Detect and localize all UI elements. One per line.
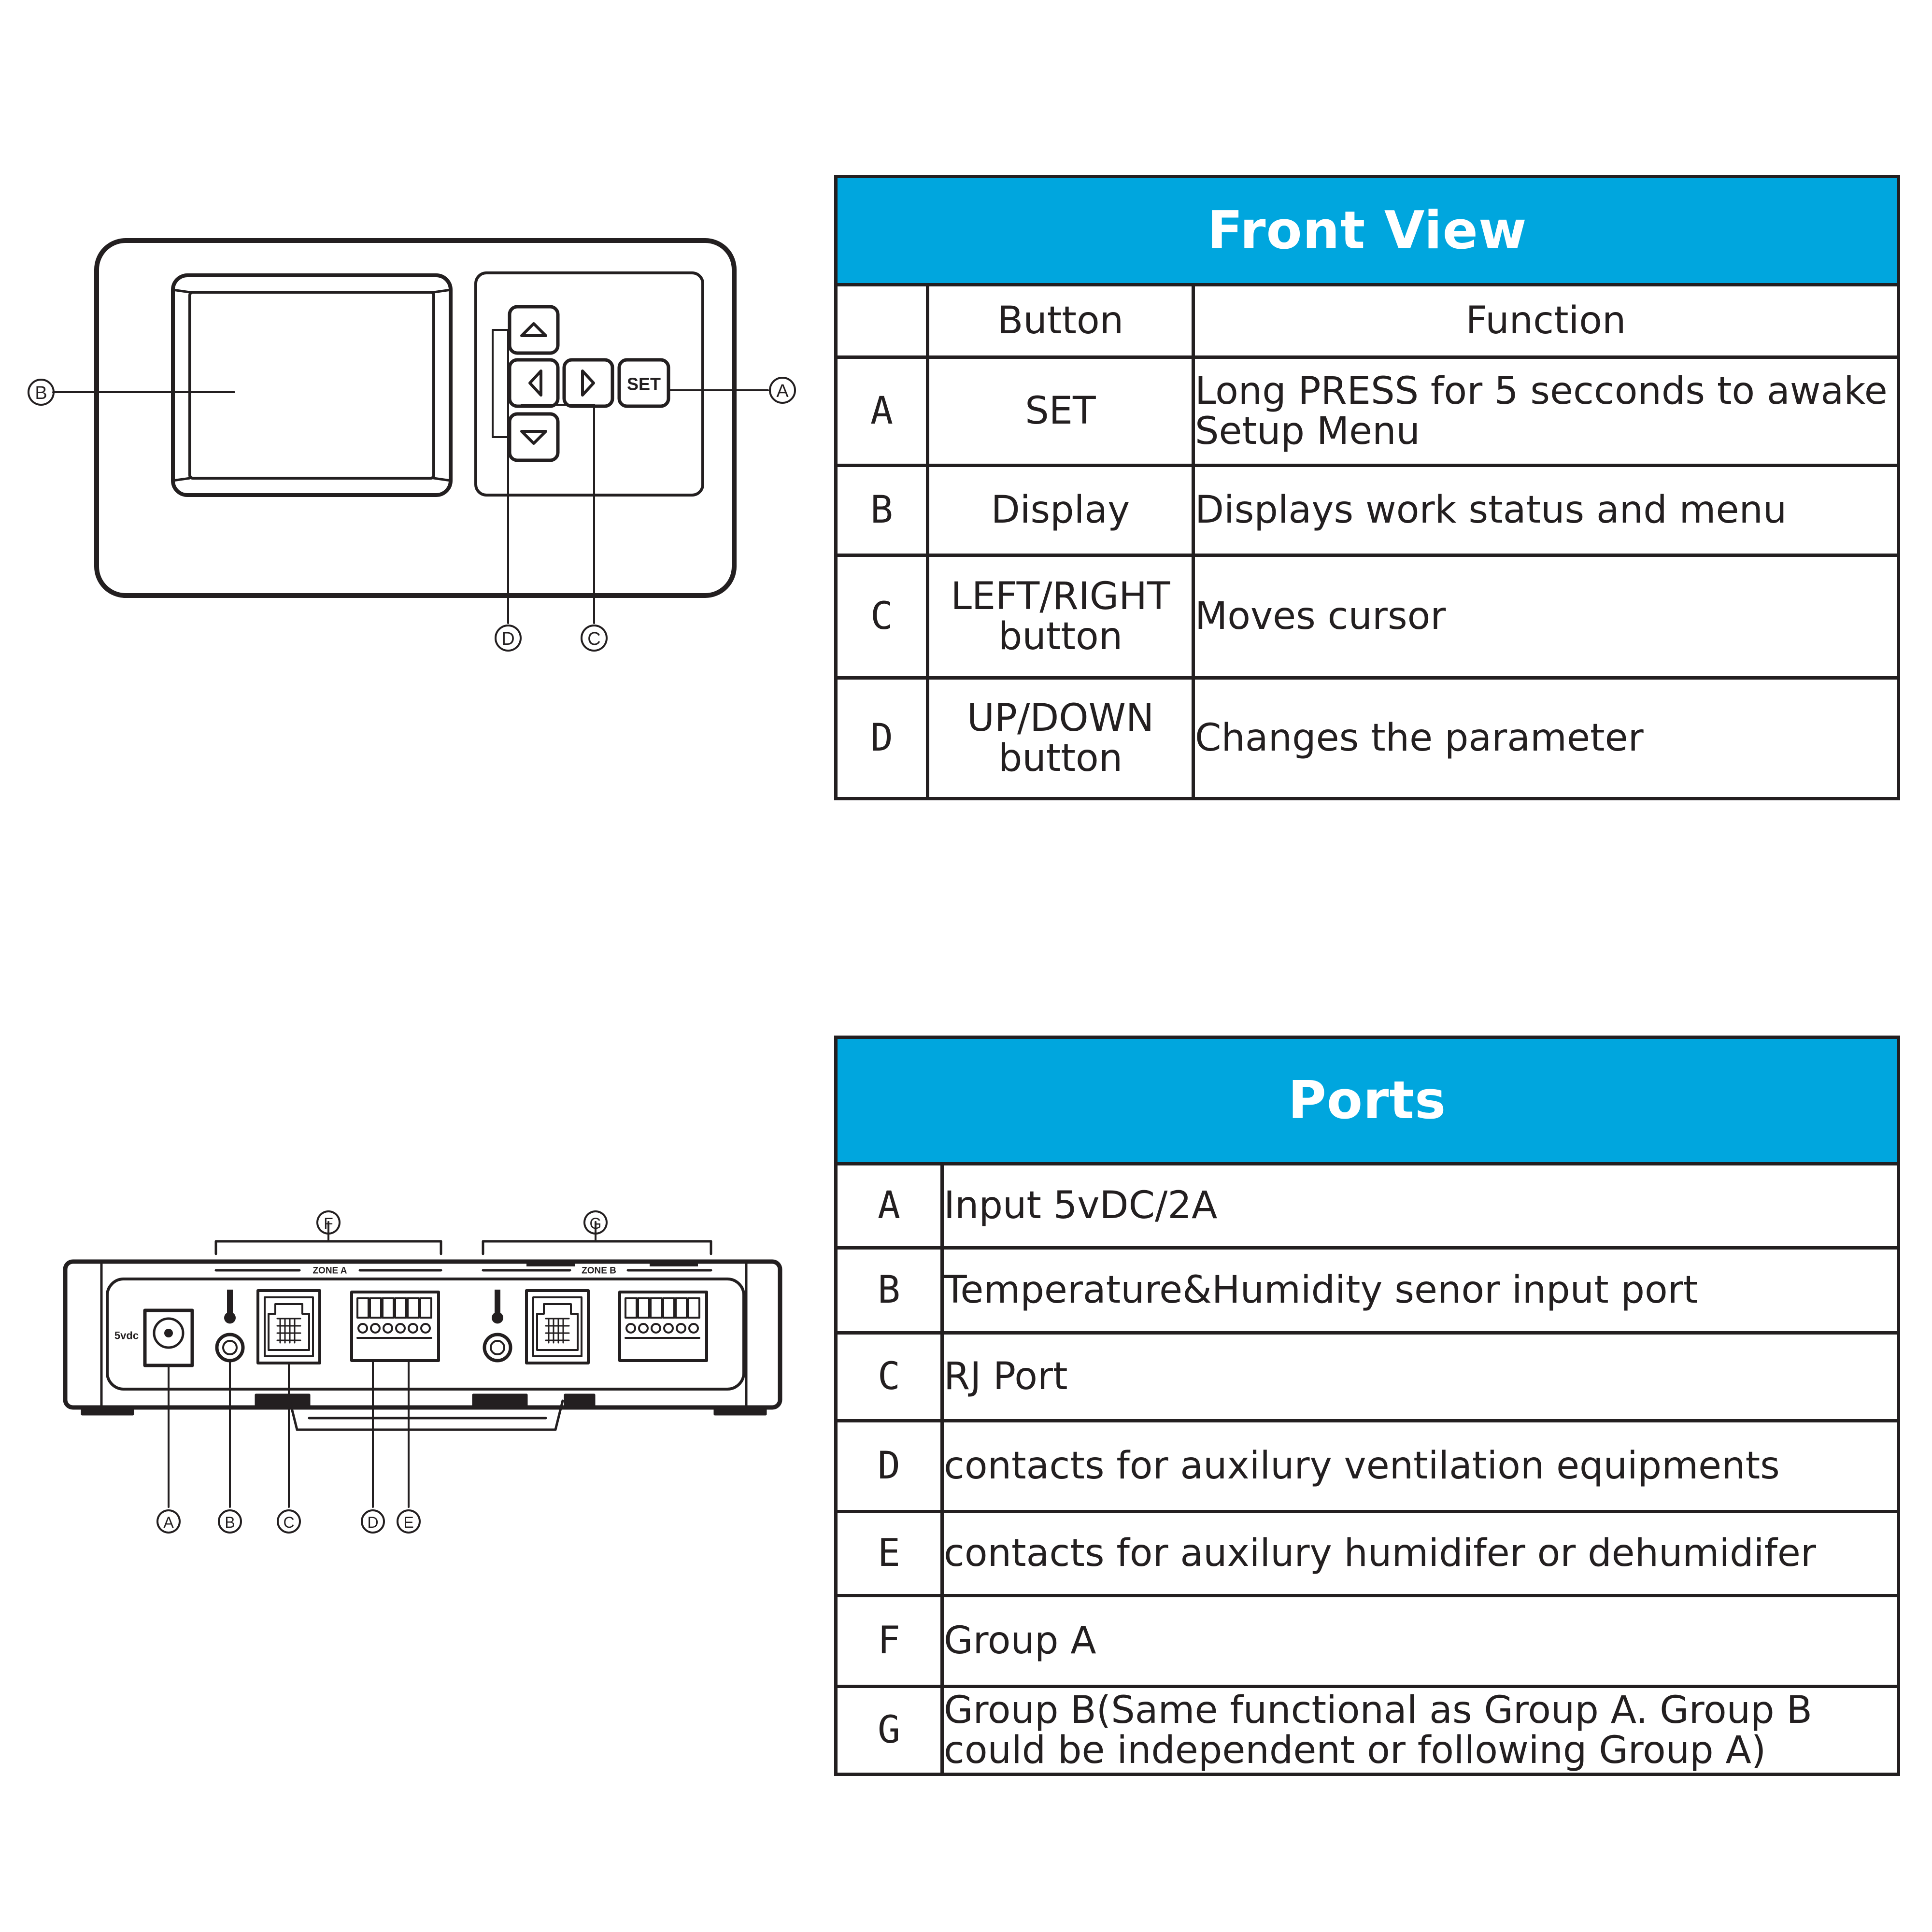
ports-callout-g: G — [590, 1215, 602, 1232]
table-row: B Display Displays work status and menu — [834, 464, 1901, 557]
front-view-title: Front View — [834, 175, 1901, 286]
set-button-label: SET — [627, 374, 661, 394]
front-callout-circles — [28, 377, 796, 652]
port-row-description: Group B(Same functional as Group A. Grou… — [940, 1685, 1900, 1776]
ports-callout-a: A — [163, 1514, 174, 1531]
terminal-block-b — [618, 1291, 708, 1362]
port-row-description: contacts for auxilury humidifer or dehum… — [940, 1510, 1900, 1597]
table-row: G Group B(Same functional as Group A. Gr… — [834, 1685, 1900, 1776]
front-view-table: Front View Button Function A SET Long PR… — [834, 175, 1901, 800]
port-row-letter: G — [834, 1685, 944, 1776]
rj-port-b — [525, 1289, 590, 1364]
set-button[interactable] — [617, 358, 670, 408]
zone-b-label: ZONE B — [582, 1266, 616, 1276]
port-row-letter: E — [834, 1510, 944, 1597]
rj-port-a — [256, 1289, 321, 1364]
front-leader-lines — [52, 329, 769, 624]
keypad-panel — [474, 271, 704, 497]
ports-callout-b: B — [225, 1514, 235, 1531]
front-header-button: Button — [926, 283, 1195, 359]
front-row-function: Displays work status and menu — [1191, 464, 1901, 557]
front-row-function: Long PRESS for 5 secconds to awake Setup… — [1191, 355, 1901, 467]
group-brackets — [214, 1240, 712, 1272]
port-row-letter: A — [834, 1162, 944, 1250]
power-jack — [143, 1308, 194, 1367]
front-header-function: Function — [1191, 283, 1901, 359]
table-row: D UP/DOWN button Changes the parameter — [834, 676, 1901, 800]
ports-callout-circles — [156, 1210, 608, 1534]
port-row-letter: C — [834, 1331, 944, 1422]
table-row: C LEFT/RIGHT button Moves cursor — [834, 554, 1901, 680]
ports-callout-c: C — [283, 1514, 294, 1531]
port-row-description: Input 5vDC/2A — [940, 1162, 1900, 1250]
front-row-letter: C — [834, 554, 929, 680]
port-row-description: Group A — [940, 1594, 1900, 1688]
right-button[interactable] — [562, 358, 614, 408]
table-row: A SET Long PRESS for 5 secconds to awake… — [834, 355, 1901, 467]
port-row-letter: D — [834, 1419, 944, 1513]
table-row: B Temperature&Humidity senor input port — [834, 1246, 1900, 1335]
power-label: 5vdc — [114, 1330, 139, 1342]
front-row-button: LEFT/RIGHT button — [926, 554, 1195, 680]
port-row-letter: F — [834, 1594, 944, 1688]
device-feet — [81, 1393, 767, 1431]
table-row: D contacts for auxilury ventilation equi… — [834, 1419, 1900, 1513]
front-row-letter: A — [834, 355, 929, 467]
port-row-description: RJ Port — [940, 1331, 1900, 1422]
front-row-button: UP/DOWN button — [926, 676, 1195, 800]
front-row-letter: D — [834, 676, 929, 800]
front-callout-a: A — [776, 381, 789, 401]
front-callout-c: C — [587, 629, 600, 649]
front-row-button: SET — [926, 355, 1195, 467]
front-header-index — [834, 283, 929, 359]
port-row-letter: B — [834, 1246, 944, 1335]
ports-title: Ports — [834, 1036, 1900, 1165]
ports-device-outline — [63, 1259, 782, 1410]
table-row: C RJ Port — [834, 1331, 1900, 1422]
front-callout-b: B — [35, 383, 47, 403]
ports-callout-f: F — [324, 1215, 333, 1232]
terminal-block-a — [350, 1291, 440, 1362]
zone-a-label: ZONE A — [313, 1266, 347, 1276]
ports-leader-lines — [168, 1221, 597, 1508]
table-row: A Input 5vDC/2A — [834, 1162, 1900, 1250]
port-row-description: Temperature&Humidity senor input port — [940, 1246, 1900, 1335]
ports-callout-e: E — [403, 1514, 413, 1531]
front-row-button: Display — [926, 464, 1195, 557]
port-row-description: contacts for auxilury ventilation equipm… — [940, 1419, 1900, 1513]
front-callout-d: D — [501, 629, 514, 649]
table-row: E contacts for auxilury humidifer or deh… — [834, 1510, 1900, 1597]
front-row-function: Moves cursor — [1191, 554, 1901, 680]
ports-table: Ports A Input 5vDC/2A B Temperature&Humi… — [834, 1036, 1900, 1776]
front-device-outline — [94, 238, 737, 598]
table-row: F Group A — [834, 1594, 1900, 1688]
down-button[interactable] — [508, 412, 560, 462]
front-row-function: Changes the parameter — [1191, 676, 1901, 800]
up-button[interactable] — [508, 305, 560, 355]
sensor-port-b — [483, 1290, 512, 1363]
ports-callout-d: D — [367, 1514, 378, 1531]
front-row-letter: B — [834, 464, 929, 557]
display-screen — [171, 273, 453, 497]
left-button[interactable] — [508, 358, 560, 408]
sensor-port-a — [215, 1290, 245, 1363]
